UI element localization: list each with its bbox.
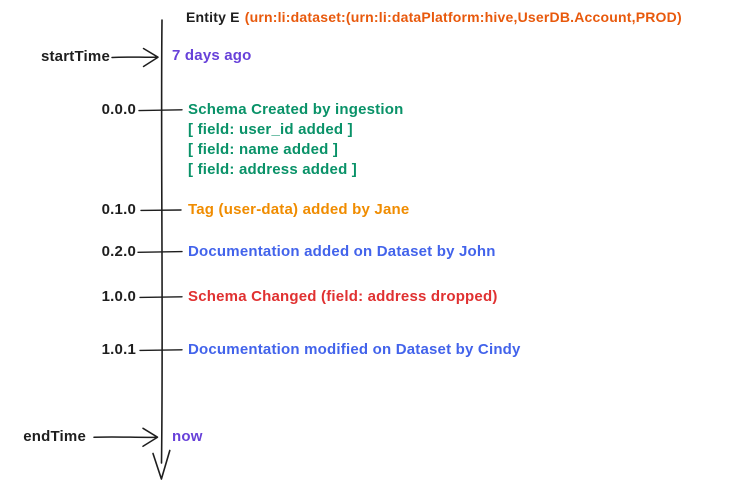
- tick-1-0-1: [139, 349, 183, 352]
- version-label-1-0-1: 1.0.1: [101, 341, 136, 358]
- version-label-1-0-0: 1.0.0: [101, 288, 136, 305]
- version-label-0-1-0: 0.1.0: [101, 201, 136, 218]
- tick-0-2-0: [137, 250, 183, 253]
- event-line: [ field: address added ]: [188, 161, 357, 178]
- start-time-value: 7 days ago: [172, 47, 252, 64]
- timeline-axis-arrowhead-icon: [152, 449, 171, 480]
- event-line: Tag (user-data) added by Jane: [188, 201, 410, 218]
- entity-urn: (urn:li:dataset:(urn:li:dataPlatform:hiv…: [244, 9, 682, 25]
- event-line: Schema Changed (field: address dropped): [188, 288, 498, 305]
- start-time-label: startTime: [40, 48, 110, 65]
- version-label-0-2-0: 0.2.0: [101, 243, 136, 260]
- event-line: Documentation added on Dataset by John: [188, 243, 496, 260]
- version-label-0-0-0: 0.0.0: [101, 101, 136, 118]
- timeline-axis-line: [160, 19, 163, 464]
- tick-0-0-0: [138, 109, 183, 112]
- end-time-label: endTime: [23, 428, 86, 445]
- event-text-documentation-modified: Documentation modified on Dataset by Cin…: [188, 340, 521, 360]
- event-line: [ field: name added ]: [188, 141, 339, 158]
- event-text-schema-created: Schema Created by ingestion [ field: use…: [188, 100, 403, 180]
- entity-name: Entity E: [186, 9, 240, 25]
- end-time-value: now: [172, 428, 203, 445]
- event-text-documentation-added: Documentation added on Dataset by John: [188, 242, 496, 262]
- event-text-tag-added: Tag (user-data) added by Jane: [188, 200, 409, 220]
- event-line: Schema Created by ingestion: [188, 101, 404, 118]
- event-line: [ field: user_id added ]: [188, 121, 353, 138]
- diagram-title: Entity E(urn:li:dataset:(urn:li:dataPlat…: [186, 7, 682, 27]
- event-line: Documentation modified on Dataset by Cin…: [188, 341, 521, 358]
- tick-1-0-0: [139, 296, 183, 299]
- start-time-arrowhead-icon: [142, 47, 159, 68]
- end-time-arrowhead-icon: [142, 427, 159, 448]
- event-text-schema-changed: Schema Changed (field: address dropped): [188, 287, 498, 307]
